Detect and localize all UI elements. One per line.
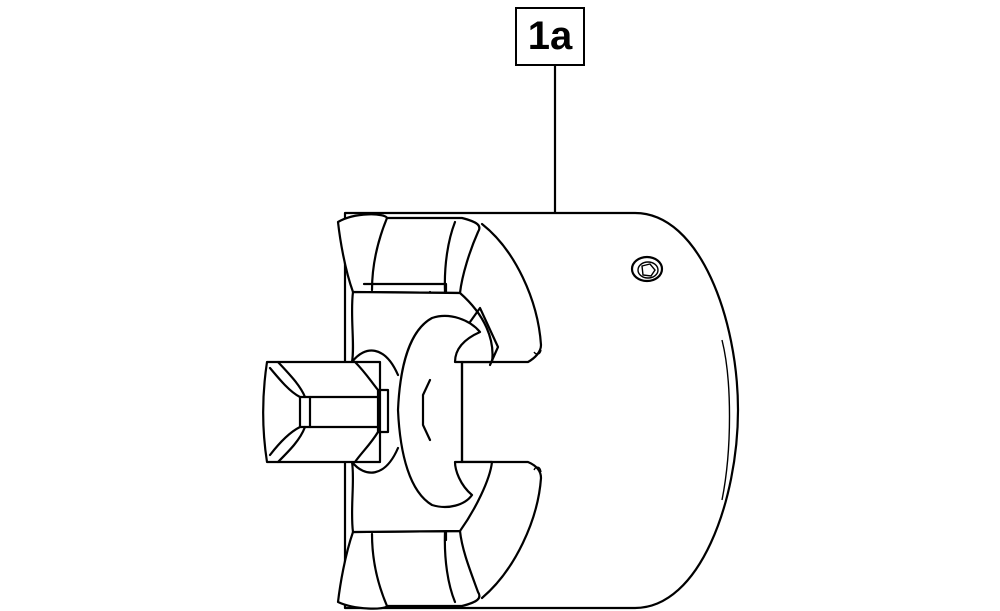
spider-insert <box>350 290 500 534</box>
left-jaw <box>262 360 390 464</box>
bottom-jaw <box>336 508 481 610</box>
callout-label: 1a <box>527 14 573 58</box>
set-screw <box>630 255 664 283</box>
top-jaw <box>336 213 481 314</box>
callout-label-box: 1a <box>515 7 585 66</box>
